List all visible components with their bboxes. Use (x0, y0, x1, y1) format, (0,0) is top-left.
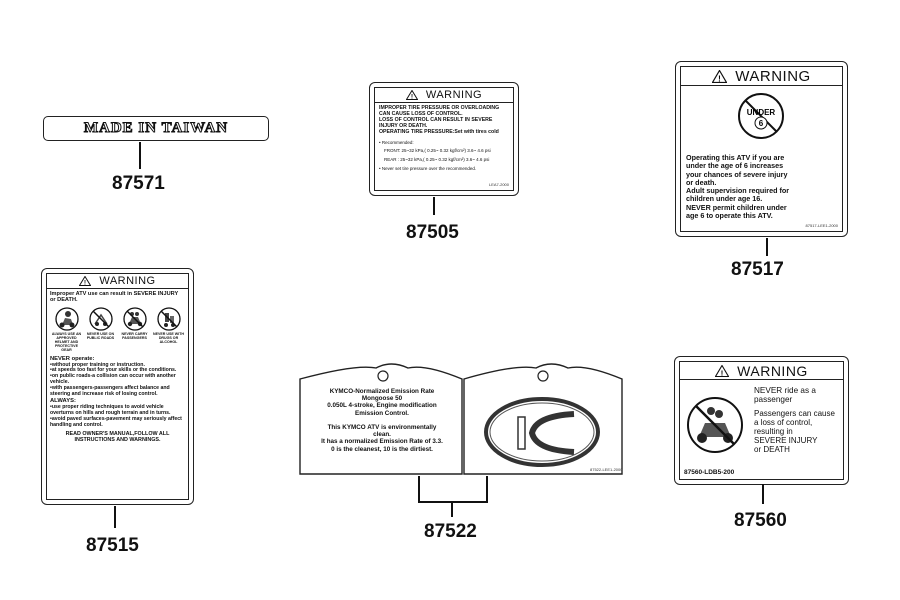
emission-tags (299, 363, 623, 475)
tire-line-5: OPERATING TIRE PRESSURE:Set with tires c… (379, 128, 499, 135)
part-number-87522: 87522 (424, 521, 477, 542)
under6-line-2: under the age of 6 increases (686, 161, 784, 171)
emission-line-3: 0.050L 4-stroke, Engine modification (327, 402, 437, 410)
operation-icon-row: ALWAYS USE AN APPROVED HELMET AND PROTEC… (50, 307, 185, 352)
operation-intro: Improper ATV use can result in SEVERE IN… (50, 291, 179, 304)
passenger-warning-title: WARNING (737, 362, 808, 379)
tire-pressure-label: ! WARNING IMPROPER TIRE PRESSURE OR OVER… (369, 82, 519, 196)
made-in-taiwan-text: MADE IN TAIWAN (83, 120, 229, 137)
no-passengers-icon (122, 307, 147, 331)
passenger-heading: NEVER ride as a passenger (754, 386, 816, 404)
helmet-rider-icon (54, 307, 79, 331)
tire-line-2: CAN CAUSE LOSS OF CONTROL. (379, 110, 463, 117)
svg-text:!: ! (84, 281, 86, 286)
under6-line-8: age 6 to operate this ATV. (686, 210, 773, 220)
operation-never-item-4: •with passengers-passengers affect balan… (50, 385, 170, 398)
tire-line-4: INJURY OR DEATH. (379, 122, 428, 129)
leader-87517 (766, 238, 768, 256)
under6-warning-title: WARNING (735, 67, 811, 85)
emission-code: 87522-LEE1-2000 (590, 467, 623, 472)
made-in-taiwan-sticker: MADE IN TAIWAN (43, 116, 269, 141)
passenger-line-3: resulting in (754, 427, 793, 436)
under6-line-4: or death. (686, 177, 717, 187)
tire-code: LEA7-2000 (488, 182, 509, 187)
passenger-code: 87560-LDB5-200 (684, 469, 735, 476)
leader-87522-bar (418, 501, 488, 503)
tire-rear: REAR : 25~32 kPa,( 0.25~ 0.32 kgf/cm²) 3… (384, 156, 490, 162)
kymco-logo (484, 397, 600, 467)
operation-icon-caption-3: NEVER CARRY PASSENGERS (121, 331, 148, 340)
emission-line-2: Mongoose 50 (361, 395, 403, 403)
svg-text:!: ! (721, 368, 724, 377)
leader-87505 (433, 197, 435, 215)
no-passenger-icon (687, 397, 743, 453)
passenger-line-2: a loss of control, (754, 418, 813, 427)
no-drugs-alcohol-icon (156, 307, 181, 331)
tire-recommended: • Recommended: (379, 139, 414, 145)
leader-87522-right (486, 476, 488, 502)
operation-icon-cell: NEVER USE WITH DRUGS OR ALCOHOL (152, 307, 185, 352)
emission-line-8: It has a normalized Emission Rate of 3.3… (321, 438, 443, 446)
tire-front: FRONT: 25~32 kPa,( 0.25~ 0.32 kgf/cm²) 3… (384, 147, 491, 153)
emission-line-6: This KYMCO ATV is environmentally (327, 423, 437, 431)
no-passenger-label: ! WARNING NEVER ride as a passenger Pass… (674, 356, 849, 485)
operation-icon-caption-2: NEVER USE ON PUBLIC ROADS (86, 331, 115, 340)
passenger-line-5: or DEATH (754, 445, 790, 454)
operation-never-item-2: •at speeds too fast for your skills or t… (50, 367, 177, 374)
operation-icon-cell: NEVER USE ON PUBLIC ROADS (84, 307, 117, 352)
operation-icon-caption-4: NEVER USE WITH DRUGS OR ALCOHOL (153, 331, 184, 344)
leader-87522-left (418, 476, 420, 502)
operation-always-item-2: •avoid paved surfaces-pavement may serio… (50, 415, 182, 428)
no-public-roads-icon (88, 307, 113, 331)
passenger-line-1: Passengers can cause (754, 409, 835, 418)
emission-line-7: clean. (373, 431, 391, 439)
tire-warning-title: WARNING (425, 89, 483, 101)
under6-line-3: your chances of severe injury (686, 169, 788, 179)
under-6-symbol-number: 6 (759, 119, 764, 128)
leader-87560 (762, 484, 764, 504)
part-number-87560: 87560 (734, 510, 787, 531)
operation-never-item-1: •without proper training or instruction. (50, 361, 145, 368)
passenger-line-4: SEVERE INJURY (754, 436, 818, 445)
under-6-label: ! WARNING UNDER 6 Operating this ATV if … (675, 61, 848, 237)
leader-87515 (114, 506, 116, 528)
warning-triangle-icon: ! (405, 90, 418, 100)
emission-line-9: 0 is the cleanest, 10 is the dirtiest. (331, 445, 433, 453)
under6-line-7: NEVER permit children under (686, 202, 787, 212)
operation-never-item-3: •on public roads-a collision can occur w… (50, 373, 176, 386)
warning-triangle-icon: ! (79, 276, 92, 286)
svg-text:!: ! (718, 74, 721, 83)
operation-warning-title: WARNING (99, 275, 156, 287)
emission-line-1: KYMCO-Normalized Emission Rate (329, 388, 435, 395)
part-number-87517: 87517 (731, 259, 784, 280)
tire-never: • Never set tire pressure over the recom… (379, 165, 477, 171)
leader-87522-stem (451, 501, 453, 517)
operation-warning-label: ! WARNING Improper ATV use can result in… (41, 268, 194, 505)
operation-icon-cell: NEVER CARRY PASSENGERS (118, 307, 151, 352)
emission-line-5 (302, 417, 462, 424)
operation-footer: READ OWNER'S MANUAL,FOLLOW ALL INSTRUCTI… (65, 430, 170, 444)
under6-code: 87517-LEE1-2000 (805, 223, 838, 228)
part-number-87571: 87571 (112, 173, 165, 194)
under-6-prohibition-icon: UNDER 6 (738, 93, 784, 139)
operation-icon-caption-1: ALWAYS USE AN APPROVED HELMET AND PROTEC… (51, 331, 82, 352)
svg-text:!: ! (411, 95, 413, 100)
part-number-87505: 87505 (406, 222, 459, 243)
operation-icon-cell: ALWAYS USE AN APPROVED HELMET AND PROTEC… (50, 307, 83, 352)
emission-text: KYMCO-Normalized Emission Rate Mongoose … (302, 388, 462, 453)
emission-line-4: Emission Control. (355, 409, 409, 417)
part-number-87515: 87515 (86, 535, 139, 556)
operation-always-heading: ALWAYS: (50, 398, 76, 405)
under6-line-5: Adult supervision required for (686, 186, 790, 196)
warning-triangle-icon: ! (712, 69, 728, 83)
tire-line-3: LOSS OF CONTROL CAN RESULT IN SEVERE (379, 116, 493, 123)
under6-line-6: children under age 16. (686, 194, 763, 204)
warning-triangle-icon: ! (715, 364, 730, 377)
under-6-symbol-text: UNDER (747, 108, 776, 117)
operation-never-heading: NEVER operate: (50, 355, 95, 362)
tire-line-1: IMPROPER TIRE PRESSURE OR OVERLOADING (379, 105, 500, 111)
under6-line-1: Operating this ATV if you are (686, 153, 785, 162)
operation-always-item-1: •use proper riding techniques to avoid v… (50, 403, 171, 416)
leader-87571 (139, 142, 141, 169)
